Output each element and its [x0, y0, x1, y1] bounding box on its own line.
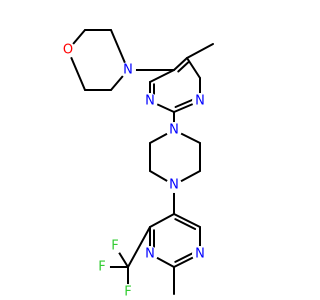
- bond-c15-c16: [173, 213, 201, 228]
- nitrogen-atom-piperazine-bottom-background: [166, 177, 182, 193]
- nitrogen-atom-pyrimidine-2b-background: [142, 246, 158, 262]
- nitrogen-atom-pyrimidine-1a: N: [195, 94, 205, 109]
- nitrogen-atom-piperazine-bottom: N: [169, 178, 179, 193]
- bond-c18-c20: [127, 226, 151, 268]
- double-bond-c5-c6: [177, 61, 190, 73]
- nitrogen-atom-pyrimidine-2a-background: [192, 246, 208, 262]
- fluorine-atom-2-background: [120, 284, 136, 300]
- fluorine-atom-1-background: [94, 259, 110, 275]
- double-bond-n6-c17: [174, 250, 197, 263]
- bond-c6-c8: [186, 57, 201, 79]
- bond-c6-c7: [186, 43, 214, 59]
- nitrogen-atom-morpholine: N: [123, 63, 133, 78]
- nitrogen-atom-morpholine-background: [120, 62, 136, 78]
- oxygen-atom-morpholine: O: [63, 43, 73, 58]
- nitrogen-atom-piperazine-top-background: [166, 122, 182, 138]
- nitrogen-atom-pyrimidine-2b: N: [145, 247, 155, 262]
- nitrogen-atom-pyrimidine-1b-background: [142, 93, 158, 109]
- double-bond-c15-c16: [174, 218, 197, 231]
- bond-c5-c6: [173, 57, 188, 71]
- nitrogen-atom-pyrimidine-1b: N: [145, 94, 155, 109]
- double-bond-n2-c9: [174, 97, 197, 108]
- fluorine-atom-3-background: [107, 238, 123, 254]
- fluorine-atom-1: F: [98, 260, 105, 275]
- bond-c10-c5: [149, 69, 175, 83]
- fluorine-atom-3: F: [111, 239, 118, 254]
- nitrogen-atom-pyrimidine-1a-background: [192, 93, 208, 109]
- oxygen-atom-morpholine-background: [60, 42, 76, 58]
- nitrogen-atom-piperazine-top: N: [169, 123, 179, 138]
- nitrogen-atom-pyrimidine-2a: N: [195, 247, 205, 262]
- bond-c18-c15: [149, 213, 175, 228]
- fluorine-atom-2: F: [124, 285, 131, 300]
- bond-layer: [67, 29, 214, 295]
